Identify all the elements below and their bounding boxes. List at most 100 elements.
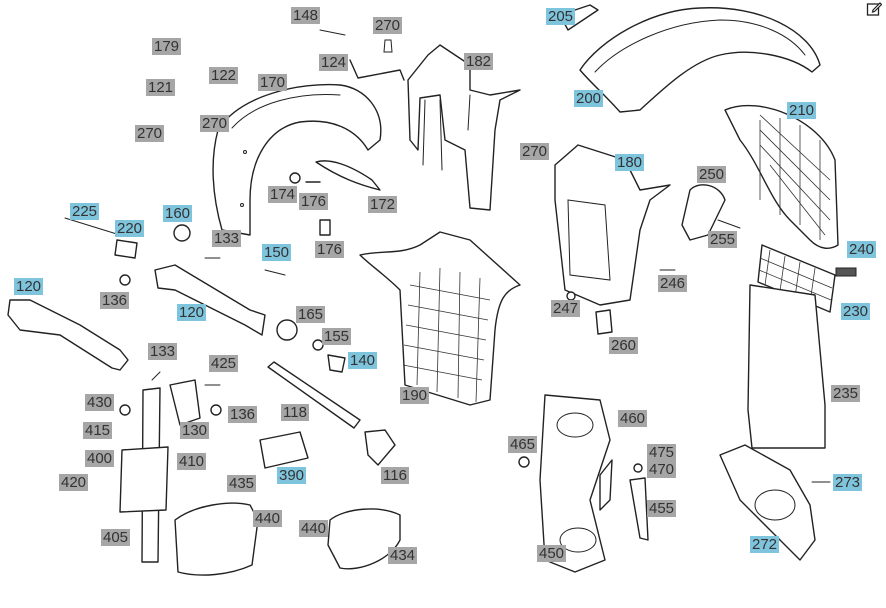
bracket-250-drawing xyxy=(681,184,726,241)
part-label-122[interactable]: 122 xyxy=(209,67,239,84)
part-label-270-c[interactable]: 270 xyxy=(135,125,165,142)
part-label-405[interactable]: 405 xyxy=(101,529,131,546)
part-label-272[interactable]: 272 xyxy=(750,536,780,553)
nut-465-drawing xyxy=(518,456,530,468)
part-label-190[interactable]: 190 xyxy=(400,387,430,404)
part-label-172[interactable]: 172 xyxy=(368,196,398,213)
part-label-230[interactable]: 230 xyxy=(841,303,871,320)
part-label-435[interactable]: 435 xyxy=(227,475,257,492)
edit-icon xyxy=(866,2,882,16)
part-label-176-b[interactable]: 176 xyxy=(315,241,345,258)
part-label-220[interactable]: 220 xyxy=(115,220,145,237)
bushing-160-drawing xyxy=(173,224,191,242)
part-label-133-b[interactable]: 133 xyxy=(148,343,178,360)
clip-260-drawing xyxy=(595,309,613,335)
module-390-drawing xyxy=(259,431,309,469)
cover-435-drawing xyxy=(174,502,259,576)
fender-170-drawing xyxy=(212,83,382,236)
clamp-400-drawing xyxy=(119,446,169,513)
screw-176-drawing xyxy=(305,181,331,236)
part-label-160[interactable]: 160 xyxy=(163,205,193,222)
part-label-415[interactable]: 415 xyxy=(83,422,113,439)
part-label-455[interactable]: 455 xyxy=(647,500,677,517)
nut-430-drawing xyxy=(119,404,131,416)
screw-240-drawing xyxy=(835,267,857,277)
part-label-205[interactable]: 205 xyxy=(546,8,576,25)
part-label-430[interactable]: 430 xyxy=(85,394,115,411)
part-label-130[interactable]: 130 xyxy=(180,422,210,439)
part-label-120-b[interactable]: 120 xyxy=(177,304,207,321)
part-label-120-a[interactable]: 120 xyxy=(14,278,44,295)
edit-button[interactable] xyxy=(862,0,886,18)
washer-155-drawing xyxy=(312,339,324,351)
part-label-270-a[interactable]: 270 xyxy=(373,17,403,34)
tube-118-drawing xyxy=(267,361,361,429)
part-label-255[interactable]: 255 xyxy=(708,231,738,248)
part-label-450[interactable]: 450 xyxy=(537,545,567,562)
plate-272-drawing xyxy=(719,444,816,561)
plate-235-drawing xyxy=(747,284,826,449)
part-label-440-a[interactable]: 440 xyxy=(253,510,283,527)
part-label-475[interactable]: 475 xyxy=(647,444,677,461)
plate-450-drawing xyxy=(539,394,611,573)
part-label-136-a[interactable]: 136 xyxy=(100,292,130,309)
part-label-390[interactable]: 390 xyxy=(277,467,307,484)
part-label-270-b[interactable]: 270 xyxy=(200,115,230,132)
part-label-420[interactable]: 420 xyxy=(59,474,89,491)
part-label-133-a[interactable]: 133 xyxy=(212,230,242,247)
brackets-455-drawing xyxy=(599,459,649,541)
bolt-255-drawing xyxy=(717,219,741,229)
part-label-225[interactable]: 225 xyxy=(70,203,100,220)
bracket-130-drawing xyxy=(169,379,201,426)
part-label-465[interactable]: 465 xyxy=(508,436,538,453)
bolt-225-drawing xyxy=(64,217,121,236)
part-label-118[interactable]: 118 xyxy=(281,404,309,421)
part-label-170[interactable]: 170 xyxy=(258,74,288,91)
part-label-460[interactable]: 460 xyxy=(618,410,648,427)
part-label-176-a[interactable]: 176 xyxy=(299,193,329,210)
part-label-200[interactable]: 200 xyxy=(574,90,604,107)
part-label-240[interactable]: 240 xyxy=(847,241,877,258)
bracket-124-drawing xyxy=(349,59,405,81)
part-label-148[interactable]: 148 xyxy=(291,7,321,24)
part-label-434[interactable]: 434 xyxy=(388,547,418,564)
part-label-174[interactable]: 174 xyxy=(268,186,298,203)
part-label-440-b[interactable]: 440 xyxy=(299,520,329,537)
part-label-260[interactable]: 260 xyxy=(609,337,639,354)
part-label-400[interactable]: 400 xyxy=(85,450,115,467)
part-label-273[interactable]: 273 xyxy=(833,474,863,491)
part-label-210[interactable]: 210 xyxy=(787,102,817,119)
part-label-425[interactable]: 425 xyxy=(209,355,239,372)
fender-210-drawing xyxy=(724,104,839,249)
washer-174-drawing xyxy=(289,172,301,184)
part-label-182[interactable]: 182 xyxy=(464,53,494,70)
bracket-116-drawing xyxy=(364,429,396,466)
part-label-180[interactable]: 180 xyxy=(615,154,645,171)
part-label-247[interactable]: 247 xyxy=(551,300,581,317)
part-label-270-d[interactable]: 270 xyxy=(520,143,550,160)
part-label-250[interactable]: 250 xyxy=(697,166,727,183)
part-label-116[interactable]: 116 xyxy=(381,467,409,484)
part-label-136-b[interactable]: 136 xyxy=(228,406,258,423)
arm-120-middle-drawing xyxy=(154,264,266,336)
part-label-179[interactable]: 179 xyxy=(152,38,182,55)
bolts-133-425-drawing xyxy=(151,371,221,386)
grille-230-drawing xyxy=(757,244,836,313)
part-label-235[interactable]: 235 xyxy=(831,385,861,402)
nut-247-drawing xyxy=(566,291,576,301)
clip-140-drawing xyxy=(327,354,346,373)
part-label-140[interactable]: 140 xyxy=(348,352,378,369)
bushing-165-drawing xyxy=(276,319,298,341)
part-label-155[interactable]: 155 xyxy=(322,328,352,345)
washer-470-drawing xyxy=(633,463,643,473)
part-label-165[interactable]: 165 xyxy=(296,306,326,323)
part-label-150[interactable]: 150 xyxy=(262,244,292,261)
part-label-121[interactable]: 121 xyxy=(146,79,176,96)
part-label-246[interactable]: 246 xyxy=(658,275,688,292)
part-label-470[interactable]: 470 xyxy=(647,461,677,478)
bolt-148-drawing xyxy=(319,29,393,53)
part-label-410[interactable]: 410 xyxy=(177,453,207,470)
part-label-124[interactable]: 124 xyxy=(319,54,349,71)
